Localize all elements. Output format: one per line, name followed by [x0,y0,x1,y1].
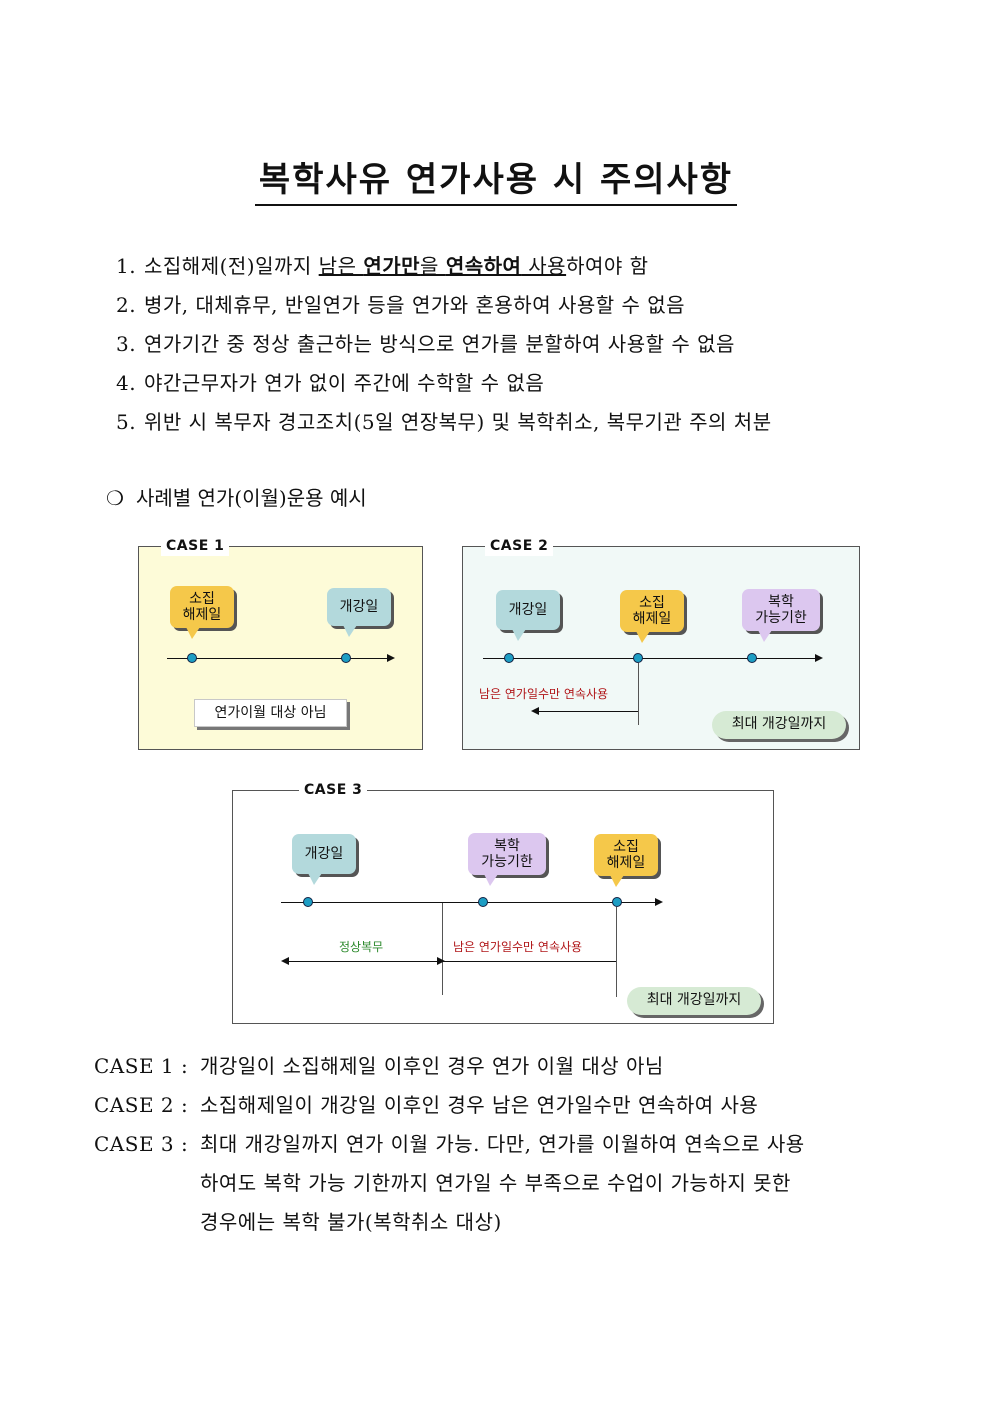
case1-label: CASE 1 [161,536,230,556]
case3-red-caption: 남은 연가일수만 연속사용 [453,940,583,954]
case3-bubble-start: 개강일 [292,834,356,885]
case3-dot-start [303,897,313,907]
page-title: 복학사유 연가사용 시 주의사항 [0,152,992,206]
rule-item-2: 2.병가, 대체휴무, 반일연가 등을 연가와 혼용하여 사용할 수 없음 [116,293,686,317]
case-description-2: CASE 2 :소집해제일이 개강일 이후인 경우 남은 연가일수만 연속하여 … [94,1093,759,1117]
rule-item-3: 3.연가기간 중 정상 출근하는 방식으로 연가를 분할하여 사용할 수 없음 [116,332,735,356]
case3-max-pill: 최대 개강일까지 [627,987,761,1015]
case1-timeline-arrow [167,654,395,662]
case-description-3: CASE 3 :최대 개강일까지 연가 이월 가능. 다만, 연가를 이월하여 … [94,1132,805,1156]
case3-leave-line [443,961,616,962]
case-description-3-cont-2: 경우에는 복학 불가(복학취소 대상) [200,1210,502,1234]
case2-timeline-arrow [483,654,823,662]
rule-item-1: 1.소집해제(전)일까지 남은 연가만을 연속하여 사용하여야 함 [116,254,649,278]
case2-leave-arrow [531,707,638,715]
case3-divider-left [442,903,443,995]
case3-normal-duty-arrow [281,957,445,965]
case1-note: 연가이월 대상 아님 [194,699,347,727]
rule-item-5: 5.위반 시 복무자 경고조치(5일 연장복무) 및 복학취소, 복무기관 주의… [116,410,772,434]
case3-timeline-arrow [281,898,663,906]
case3-divider-right [616,907,617,997]
case-description-3-cont-1: 하여도 복학 가능 기한까지 연가일 수 부족으로 수업이 가능하지 못한 [200,1171,791,1195]
case2-dot-start [504,653,514,663]
case2-bubble-start: 개강일 [496,590,560,641]
case1-dot-start [341,653,351,663]
case2-label: CASE 2 [485,536,554,556]
case3-green-caption: 정상복무 [339,940,384,954]
case3-dot-release [612,897,622,907]
case1-dot-release [187,653,197,663]
case3-label: CASE 3 [299,780,368,800]
rule-item-4: 4.야간근무자가 연가 없이 주간에 수학할 수 없음 [116,371,545,395]
case-description-1: CASE 1 :개강일이 소집해제일 이후인 경우 연가 이월 대상 아님 [94,1054,664,1078]
case2-dot-return-deadline [747,653,757,663]
case3-dot-return-deadline [478,897,488,907]
case1-bubble-start: 개강일 [327,588,391,637]
case2-max-pill: 최대 개강일까지 [712,711,846,739]
case2-red-caption: 남은 연가일수만 연속사용 [479,687,609,701]
circle-bullet-icon: ❍ [106,486,124,510]
case2-divider [638,663,639,725]
section-subheading: ❍사례별 연가(이월)운용 예시 [106,486,367,510]
case2-dot-release [633,653,643,663]
